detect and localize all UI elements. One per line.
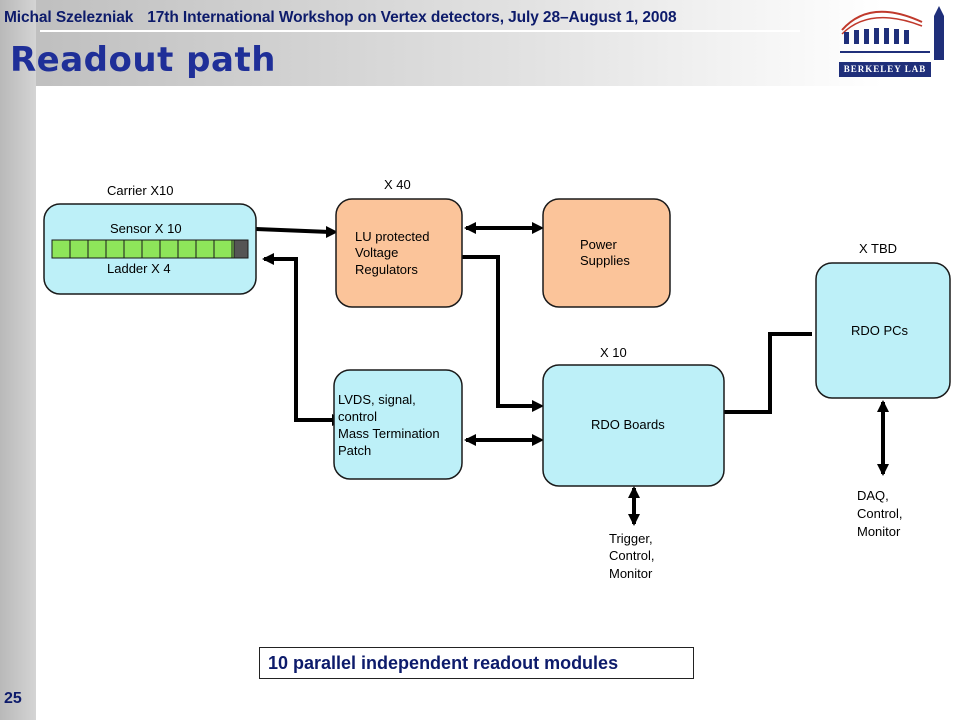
berkeley-lab-logo-text: BERKELEY LAB — [839, 62, 931, 77]
carrier-label: Carrier X10 — [107, 183, 173, 198]
arrowheads — [262, 222, 889, 526]
lvds-box — [333, 369, 463, 480]
event-name: 17th International Workshop on Vertex de… — [147, 9, 677, 26]
rdo-pcs-count-label: X TBD — [859, 241, 897, 256]
arrow-icon — [628, 514, 640, 526]
header-band — [0, 0, 960, 86]
regulators-line-3: Regulators — [355, 262, 418, 277]
arrow-icon — [262, 253, 274, 265]
caption-box: 10 parallel independent readout modules — [259, 647, 694, 679]
slide-number: 25 — [4, 690, 22, 707]
rdo-pcs-label: RDO PCs — [851, 323, 909, 338]
arrow-icon — [877, 400, 889, 412]
trigger-line-3: Monitor — [609, 566, 653, 581]
trigger-line-1: Trigger, — [609, 531, 653, 546]
sensor-ladder — [51, 239, 249, 259]
trigger-line-2: Control, — [609, 548, 655, 563]
lvds-line-4: Patch — [338, 443, 371, 458]
slide-title: Readout path — [10, 40, 276, 80]
carrier-to-regulators-line — [255, 227, 331, 234]
power-supplies-box — [542, 198, 671, 308]
regulators-line-2: Voltage — [355, 245, 398, 260]
sensor-label: Sensor X 10 — [110, 221, 182, 236]
left-sidebar-bar — [0, 0, 36, 720]
power-line-2: Supplies — [580, 253, 630, 268]
arrow-icon — [326, 226, 338, 238]
regulators-line-1: LU protected — [355, 229, 429, 244]
daq-line-2: Control, — [857, 506, 903, 521]
rdo-boards-count-label: X 10 — [600, 345, 627, 360]
berkeley-lab-logo-icon — [840, 6, 944, 60]
ladder-label: Ladder X 4 — [107, 261, 171, 276]
arrow-icon — [532, 434, 544, 446]
lvds-line-3: Mass Termination — [338, 426, 440, 441]
lvds-line-1: LVDS, signal, — [338, 392, 416, 407]
arrow-icon — [464, 222, 476, 234]
arrow-icon — [464, 434, 476, 446]
power-line-1: Power — [580, 237, 618, 252]
arrow-icon — [877, 464, 889, 476]
connection-lines — [255, 226, 885, 524]
daq-line-1: DAQ, — [857, 488, 889, 503]
rdo-pcs-box — [815, 262, 951, 399]
regulators-count-label: X 40 — [384, 177, 411, 192]
lvds-line-2: control — [338, 409, 377, 424]
daq-line-3: Monitor — [857, 524, 901, 539]
regulators-to-rdo-line — [460, 255, 538, 408]
regulators-box — [335, 198, 463, 308]
title-divider — [40, 30, 800, 32]
author-name: Michal Szelezniak — [4, 9, 134, 26]
rdo-boards-box — [542, 364, 725, 487]
arrow-icon — [532, 222, 544, 234]
arrow-icon — [532, 400, 544, 412]
rdo-to-pcs-line — [724, 332, 812, 414]
rdo-boards-label: RDO Boards — [591, 417, 665, 432]
arrow-icon — [628, 486, 640, 498]
header-text: Michal Szelezniak 17th International Work… — [4, 9, 677, 27]
carrier-to-lvds-line — [264, 257, 338, 422]
